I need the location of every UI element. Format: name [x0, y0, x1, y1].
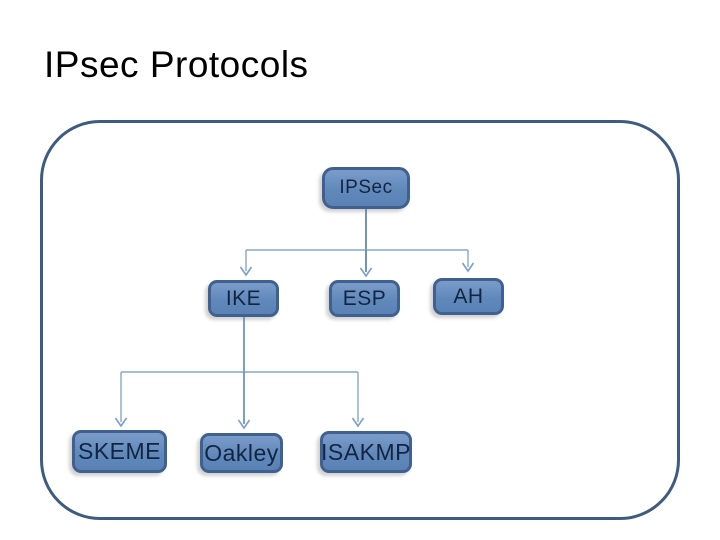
node-ipsec: IPSec [322, 167, 410, 209]
node-ah: AH [433, 278, 504, 315]
node-skeme-label: SKEME [77, 438, 162, 464]
node-ah-label: AH [453, 284, 484, 308]
node-isakmp: ISAKMP [320, 431, 412, 473]
node-esp-label: ESP [342, 286, 387, 310]
node-esp: ESP [329, 280, 400, 317]
node-isakmp-label: ISAKMP [321, 438, 411, 465]
node-ike-label: IKE [225, 286, 262, 310]
slide-title: IPsec Protocols [44, 44, 309, 85]
node-oakley: Oakley [200, 433, 283, 473]
node-skeme: SKEME [72, 430, 167, 473]
node-ike: IKE [208, 280, 279, 317]
node-oakley-label: Oakley [204, 439, 279, 466]
node-ipsec-label: IPSec [339, 177, 393, 198]
